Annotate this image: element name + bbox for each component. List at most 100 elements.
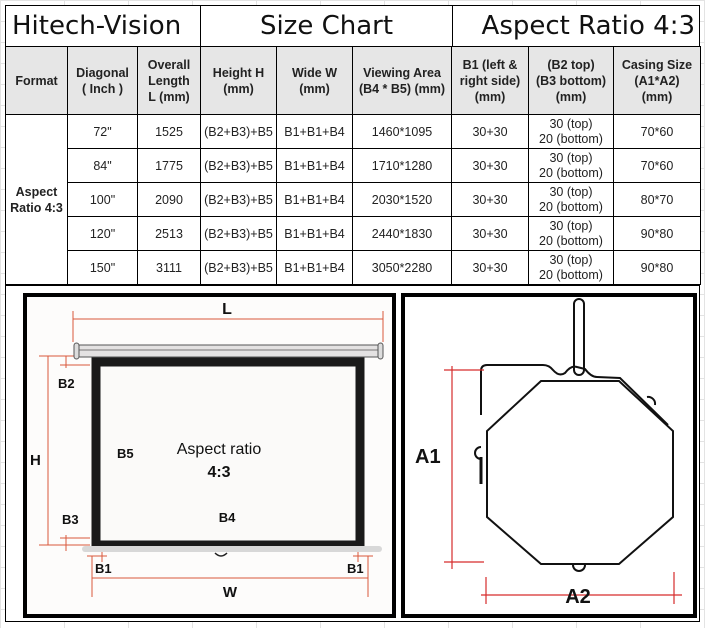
side-bump <box>474 446 482 460</box>
wide-cell: B1+B1+B4 <box>276 148 353 183</box>
b2-value: 30 (top) <box>549 116 593 131</box>
header-diagonal: Diagonal( Inch ) <box>67 46 138 115</box>
roller-casing <box>74 344 382 358</box>
b1-cell: 30+30 <box>451 148 529 183</box>
label-A2: A2 <box>565 586 591 608</box>
b3-value: 20 (bottom) <box>539 165 603 180</box>
b3-value: 20 (bottom) <box>539 267 603 282</box>
b1-cell: 30+30 <box>451 216 529 251</box>
b2-value: 30 (top) <box>549 252 593 267</box>
b2-value: 30 (top) <box>549 218 593 233</box>
caption-aspect-ratio: Aspect ratio <box>177 441 262 458</box>
screen-frame <box>91 357 365 550</box>
header-format: Format <box>5 46 68 115</box>
wide-cell: B1+B1+B4 <box>276 182 353 217</box>
octagon-body <box>486 380 674 565</box>
casing-cell: 70*60 <box>613 148 701 183</box>
height-cell: (B2+B3)+B5 <box>200 216 277 251</box>
label-A1: A1 <box>415 446 441 468</box>
height-cell: (B2+B3)+B5 <box>200 182 277 217</box>
header-wide: Wide W(mm) <box>276 46 353 115</box>
casing-cell: 70*60 <box>613 114 701 149</box>
casing-dimension-lines <box>444 366 682 604</box>
screen-dimension-diagram: L B2 H B5 Aspect ratio 4:3 B4 B3 B1 B1 W <box>23 293 396 618</box>
viewing-area-cell: 2440*1830 <box>352 216 452 251</box>
bottom-bump <box>572 564 586 572</box>
height-cell: (B2+B3)+B5 <box>200 114 277 149</box>
table-row: 84" 1775 (B2+B3)+B5 B1+B1+B4 1710*1280 3… <box>6 148 701 183</box>
b3-value: 20 (bottom) <box>539 233 603 248</box>
height-cell: (B2+B3)+B5 <box>200 148 277 183</box>
brand-title: Hitech-Vision <box>6 6 201 46</box>
b1-cell: 30+30 <box>451 182 529 217</box>
pull-handle <box>214 552 228 557</box>
length-cell: 2090 <box>137 182 201 217</box>
screen-drawing: L B2 H B5 Aspect ratio 4:3 B4 B3 B1 B1 W <box>30 301 384 601</box>
table-row: 100" 2090 (B2+B3)+B5 B1+B1+B4 2030*1520 … <box>6 182 701 217</box>
diagonal-cell: 120" <box>67 216 138 251</box>
b2-value: 30 (top) <box>549 184 593 199</box>
length-cell: 1525 <box>137 114 201 149</box>
b1-cell: 30+30 <box>451 114 529 149</box>
wide-cell: B1+B1+B4 <box>276 216 353 251</box>
diagonal-cell: 100" <box>67 182 138 217</box>
aspect-ratio-title: Aspect Ratio 4:3 <box>481 11 695 41</box>
length-cell: 3111 <box>137 250 201 285</box>
header-viewing-area: Viewing Area(B4 * B5) (mm) <box>352 46 452 115</box>
b2-b3-cell: 30 (top)20 (bottom) <box>528 114 614 149</box>
diagonal-cell: 72" <box>67 114 138 149</box>
diagonal-cell: 150" <box>67 250 138 285</box>
label-H: H <box>30 452 41 469</box>
length-cell: 2513 <box>137 216 201 251</box>
wide-cell: B1+B1+B4 <box>276 250 353 285</box>
casing-outline <box>480 364 669 426</box>
title-row: Hitech-Vision Size Chart Aspect Ratio 4:… <box>5 5 700 47</box>
label-B3: B3 <box>62 512 79 527</box>
header-height: Height H(mm) <box>200 46 277 115</box>
casing-dimension-diagram: A1 A2 <box>401 293 697 618</box>
b3-value: 20 (bottom) <box>539 199 603 214</box>
label-W: W <box>223 584 238 601</box>
header-b2-b3: (B2 top)(B3 bottom)(mm) <box>528 46 614 115</box>
header-b1: B1 (left &right side)(mm) <box>451 46 529 115</box>
label-B4: B4 <box>219 510 236 525</box>
diagram-area: L B2 H B5 Aspect ratio 4:3 B4 B3 B1 B1 W <box>5 285 700 622</box>
height-cell: (B2+B3)+B5 <box>200 250 277 285</box>
length-cell: 1775 <box>137 148 201 183</box>
label-L: L <box>222 301 232 318</box>
viewing-area-cell: 3050*2280 <box>352 250 452 285</box>
viewing-area-cell: 1460*1095 <box>352 114 452 149</box>
caption-ratio-value: 4:3 <box>207 464 230 481</box>
chart-title: Size Chart <box>201 6 453 46</box>
b1-cell: 30+30 <box>451 250 529 285</box>
b2-b3-cell: 30 (top)20 (bottom) <box>528 250 614 285</box>
b3-value: 20 (bottom) <box>539 131 603 146</box>
diagonal-cell: 84" <box>67 148 138 183</box>
casing-cell: 80*70 <box>613 182 701 217</box>
wide-cell: B1+B1+B4 <box>276 114 353 149</box>
label-B2: B2 <box>58 376 75 391</box>
header-casing-size: Casing Size(A1*A2)(mm) <box>613 46 701 115</box>
viewing-area-cell: 2030*1520 <box>352 182 452 217</box>
label-B1-left: B1 <box>95 561 112 576</box>
label-B1-right: B1 <box>347 561 364 576</box>
table-row: 120" 2513 (B2+B3)+B5 B1+B1+B4 2440*1830 … <box>6 216 701 251</box>
b2-b3-cell: 30 (top)20 (bottom) <box>528 148 614 183</box>
b2-b3-cell: 30 (top)20 (bottom) <box>528 182 614 217</box>
table-row: 150" 3111 (B2+B3)+B5 B1+B1+B4 3050*2280 … <box>6 250 701 285</box>
label-B5: B5 <box>117 446 134 461</box>
casing-cell: 90*80 <box>613 250 701 285</box>
casing-drawing: A1 A2 <box>415 298 682 608</box>
bottom-bar <box>82 546 382 552</box>
b2-value: 30 (top) <box>549 150 593 165</box>
b2-b3-cell: 30 (top)20 (bottom) <box>528 216 614 251</box>
casing-cell: 90*80 <box>613 216 701 251</box>
hanging-bracket <box>573 298 585 376</box>
viewing-area-cell: 1710*1280 <box>352 148 452 183</box>
